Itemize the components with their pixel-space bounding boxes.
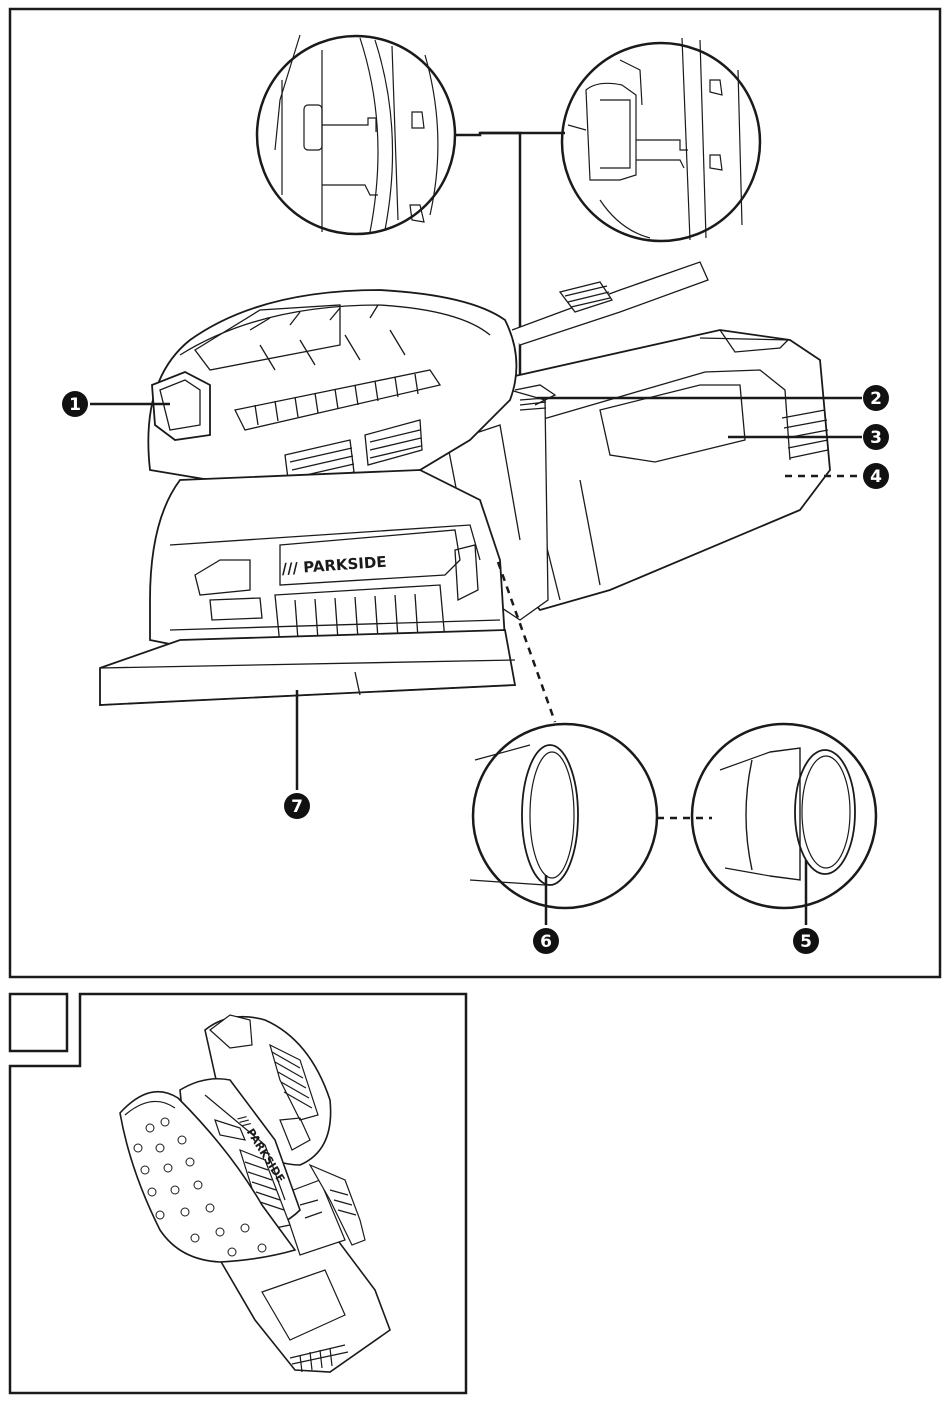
callout-7: 7 xyxy=(284,793,310,819)
sander-illustration-main xyxy=(100,262,830,705)
callout-1-label: 1 xyxy=(69,395,81,415)
callout-2-label: 2 xyxy=(870,389,882,409)
callout-4-label: 4 xyxy=(870,467,882,487)
sander-illustration-underside xyxy=(120,1015,390,1372)
callout-5: 5 xyxy=(793,928,819,954)
detail-circle-adapter-closed xyxy=(692,724,876,908)
callout-1: 1 xyxy=(62,391,88,417)
callout-5-label: 5 xyxy=(800,932,812,952)
detail-circle-adapter-open xyxy=(470,724,657,908)
callout-3: 3 xyxy=(863,424,889,450)
figure-b-tab xyxy=(10,994,67,1051)
detail-circle-right xyxy=(562,38,760,241)
callout-6: 6 xyxy=(533,928,559,954)
callout-3-label: 3 xyxy=(870,428,882,448)
callout-4: 4 xyxy=(863,463,889,489)
callout-2: 2 xyxy=(863,385,889,411)
callout-6-label: 6 xyxy=(540,932,552,952)
detail-circle-left xyxy=(257,35,455,234)
callout-7-label: 7 xyxy=(291,797,303,817)
